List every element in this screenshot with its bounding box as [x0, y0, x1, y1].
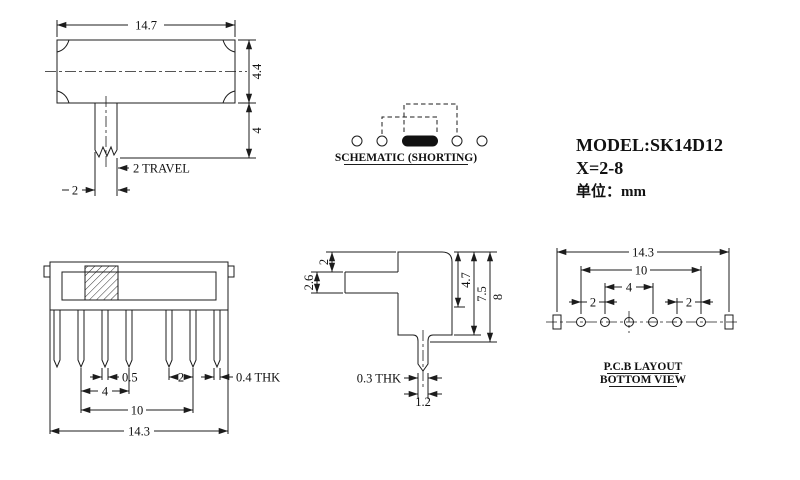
- pcb-hole: [696, 317, 706, 327]
- pcb-hole: [576, 317, 586, 327]
- corner-mark-icon: [56, 90, 70, 104]
- dim-lever-height: 2.6: [302, 275, 316, 291]
- dim-overall-width: 14.3: [632, 246, 654, 260]
- terminal-pin: [101, 310, 109, 369]
- side-body-outline: [397, 251, 453, 372]
- mount-hole-right: [724, 314, 734, 330]
- dim-pin-thickness: 0.3 THK: [357, 372, 401, 386]
- dim-overall-width: 14.3: [128, 425, 150, 439]
- pcb-hole: [624, 317, 634, 327]
- dim-terminal-thickness: 0.4 THK: [236, 371, 280, 385]
- pcb-hole: [648, 317, 658, 327]
- shorting-bar: [402, 135, 438, 147]
- dim-span-4: 4: [102, 385, 109, 399]
- mount-tab-right: [227, 265, 235, 278]
- slider-slot: [61, 271, 217, 301]
- pcb-view: 14.3 10 4 2 2 P.C.B LAYOUT BOTTOM VIEW: [546, 246, 740, 387]
- pcb-caption-line2: BOTTOM VIEW: [600, 374, 687, 386]
- dim-depth-75: 7.5: [475, 286, 489, 302]
- travel-label: 2 TRAVEL: [133, 162, 190, 176]
- front-body-outline: [49, 261, 229, 311]
- mount-tab-left: [43, 265, 51, 278]
- front-view: 0.5 2 4 0.4 THK 10 14.3: [43, 261, 280, 439]
- terminal-pin: [125, 310, 133, 369]
- terminal-pin: [189, 310, 197, 369]
- dim-knob-height: 2: [317, 259, 331, 265]
- dim-pitch: 2: [178, 371, 184, 385]
- terminal-pin: [53, 310, 61, 369]
- dim-span-4: 4: [626, 281, 633, 295]
- terminal-circle: [376, 135, 388, 147]
- schematic-caption: SCHEMATIC (SHORTING): [335, 152, 477, 164]
- corner-mark-icon: [222, 90, 236, 104]
- dim-span-10: 10: [131, 404, 144, 418]
- terminal-circle: [451, 135, 463, 147]
- unit-note: 单位：mm: [576, 182, 646, 200]
- side-view: 2 2.6 4.7 7.5 8 0.3 THK 1.2: [302, 251, 505, 409]
- dim-body-width: 14.7: [135, 19, 157, 33]
- corner-mark-icon: [56, 39, 70, 53]
- pcb-hole: [672, 317, 682, 327]
- info-block: MODEL:SK14D12 X=2-8 单位：mm: [576, 135, 723, 200]
- schematic-link: [381, 116, 438, 134]
- positions-range: X=2-8: [576, 158, 623, 178]
- dim-depth-8: 8: [491, 294, 505, 300]
- pcb-caption-line1: P.C.B LAYOUT: [604, 361, 683, 373]
- terminal-pin: [213, 310, 221, 369]
- schematic-view: SCHEMATIC (SHORTING): [335, 103, 488, 165]
- model-number: MODEL:SK14D12: [576, 135, 723, 155]
- terminal-circle: [476, 135, 488, 147]
- terminal-circle: [351, 135, 363, 147]
- dim-span-10: 10: [635, 264, 648, 278]
- pcb-hole: [600, 317, 610, 327]
- dim-pin-width: 1.2: [415, 395, 431, 409]
- dim-pitch-right: 2: [686, 296, 692, 310]
- dim-pitch-left: 2: [590, 296, 596, 310]
- dim-pin-width: 0.5: [122, 371, 138, 385]
- corner-mark-icon: [222, 39, 236, 53]
- schematic-link: [403, 103, 458, 134]
- break-line: [94, 145, 118, 159]
- dim-lever-length: 4: [250, 127, 264, 134]
- slider-knob: [84, 265, 119, 301]
- dim-depth-47: 4.7: [459, 272, 473, 288]
- top-view: 14.7 4.4 4 2 TRAVEL 2: [45, 19, 264, 198]
- mount-hole-left: [552, 314, 562, 330]
- terminal-pin: [77, 310, 85, 369]
- dim-body-depth: 4.4: [250, 63, 264, 79]
- terminal-pin: [165, 310, 173, 369]
- dim-travel: 2: [72, 184, 78, 198]
